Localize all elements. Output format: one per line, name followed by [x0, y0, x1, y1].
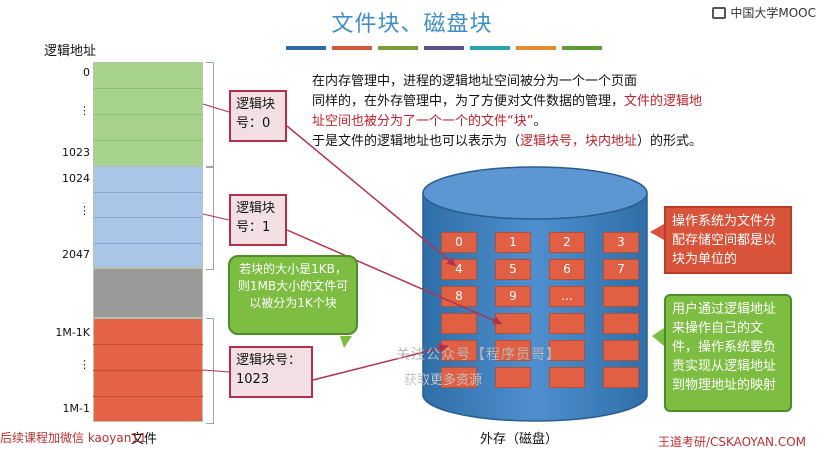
desc-line-2: 同样的，在外存管理中，为了方便对文件数据的管理，文件的逻辑地 — [312, 92, 702, 112]
desc-line-4-highlight: 逻辑块号，块内地址 — [520, 134, 638, 149]
title-color-segment — [516, 46, 556, 50]
desc-line-2-text: 同样的，在外存管理中，为了方便对文件数据的管理， — [312, 94, 625, 109]
title-color-segment — [286, 46, 326, 50]
disk-block — [441, 313, 477, 334]
title-color-segment — [378, 46, 418, 50]
note-user-pointer — [652, 328, 664, 346]
bubble-pointer — [340, 336, 352, 348]
block-sub-divider — [93, 88, 203, 89]
disk-cylinder — [422, 166, 648, 422]
block-bracket — [206, 62, 214, 168]
desc-line-4: 于是文件的逻辑地址也可以表示为（逻辑块号，块内地址）的形式。 — [312, 132, 702, 152]
connector-block-last — [202, 369, 230, 373]
logical-address-heading: 逻辑地址 — [44, 44, 97, 59]
disk-block: 7 — [603, 259, 639, 280]
disk-label: 外存（磁盘） — [480, 432, 559, 447]
note-user-mapping: 用户通过逻辑地址来操作自己的文件，操作系统要负责实现从逻辑地址到物理地址的映射 — [664, 294, 792, 412]
note-os-pointer — [650, 224, 664, 240]
footer-left-text: 后续课程加微信 kaoyan11 — [0, 431, 147, 445]
disk-block: 5 — [495, 259, 531, 280]
title-color-segment — [332, 46, 372, 50]
disk-block — [603, 340, 639, 361]
address-label: 0 — [83, 66, 90, 79]
block-sub-divider — [93, 217, 203, 218]
disk-block: 0 — [441, 232, 477, 253]
title-color-segment — [470, 46, 510, 50]
disk-block — [603, 367, 639, 388]
disk-block — [549, 340, 585, 361]
desc-line-2-highlight: 文件的逻辑地 — [624, 94, 703, 109]
arrow-block-last — [312, 343, 449, 381]
disk-block — [549, 367, 585, 388]
disk-block — [603, 313, 639, 334]
footer-right-text: 王道考研/CSKAOYAN.COM — [657, 435, 806, 449]
block-sub-divider — [93, 114, 203, 115]
address-label: 1024 — [62, 172, 90, 185]
address-label: ⋮ — [79, 358, 90, 371]
address-label: 1M-1 — [62, 402, 90, 415]
note-os-allocation: 操作系统为文件分配存储空间都是以块为单位的 — [664, 206, 792, 274]
mooc-logo-text: 中国大学MOOC — [730, 6, 816, 20]
address-label: ⋮ — [79, 204, 90, 217]
file-block-middle — [93, 268, 203, 318]
callout-block-0: 逻辑块号：0 — [229, 90, 287, 142]
disk-block — [441, 367, 477, 388]
arrow-block-1 — [286, 229, 503, 325]
disk-block — [495, 340, 531, 361]
disk-block: 6 — [549, 259, 585, 280]
disk-block — [549, 313, 585, 334]
callout-block-last: 逻辑块号：1023 — [229, 346, 313, 398]
disk-block — [495, 367, 531, 388]
block-bracket — [206, 166, 214, 270]
address-label: ⋮ — [79, 104, 90, 117]
disk-block: ... — [549, 286, 585, 307]
desc-line-3-end: 。 — [533, 114, 547, 129]
block-sub-divider — [93, 344, 203, 345]
connector-block-1 — [202, 213, 230, 221]
connector-block-0 — [202, 103, 230, 113]
address-label: 1023 — [62, 146, 90, 159]
watermark-secondary: 获取更多资源 — [404, 373, 483, 388]
arrow-block-0 — [286, 125, 457, 267]
disk-block: 9 — [495, 286, 531, 307]
block-sub-divider — [93, 243, 203, 244]
disk-block: 2 — [549, 232, 585, 253]
file-label: 文件 — [131, 432, 158, 447]
desc-line-4-end: ）的形式。 — [637, 134, 703, 149]
block-sub-divider — [93, 396, 203, 397]
desc-line-3: 址空间也被分为了一个一个的文件“块”。 — [312, 112, 547, 132]
disk-block: 1 — [495, 232, 531, 253]
watermark: 关注公众号【程序员哥】 — [396, 347, 561, 363]
disk-block — [603, 286, 639, 307]
desc-line-3-highlight: 址空间也被分为了一个一个的文件“块” — [312, 114, 534, 129]
block-sub-divider — [93, 140, 203, 141]
slide-title: 文件块、磁盘块 — [331, 12, 493, 37]
mooc-logo: 中国大学MOOC — [712, 4, 816, 21]
desc-line-4-text: 于是文件的逻辑地址也可以表示为（ — [312, 134, 521, 149]
block-sub-divider — [93, 192, 203, 193]
address-label: 1M-1K — [55, 326, 90, 339]
block-size-bubble: 若块的大小是1KB，则1MB大小的文件可以被分为1K个块 — [228, 255, 358, 335]
title-color-bar — [286, 46, 602, 50]
title-color-segment — [424, 46, 464, 50]
callout-block-1: 逻辑块号：1 — [229, 194, 287, 246]
address-label: 2047 — [62, 248, 90, 261]
disk-block: 3 — [603, 232, 639, 253]
block-sub-divider — [93, 370, 203, 371]
desc-line-1: 在内存管理中，进程的逻辑地址空间被分为一个一个页面 — [312, 74, 638, 89]
title-color-segment — [562, 46, 602, 50]
mooc-logo-icon — [712, 6, 727, 19]
